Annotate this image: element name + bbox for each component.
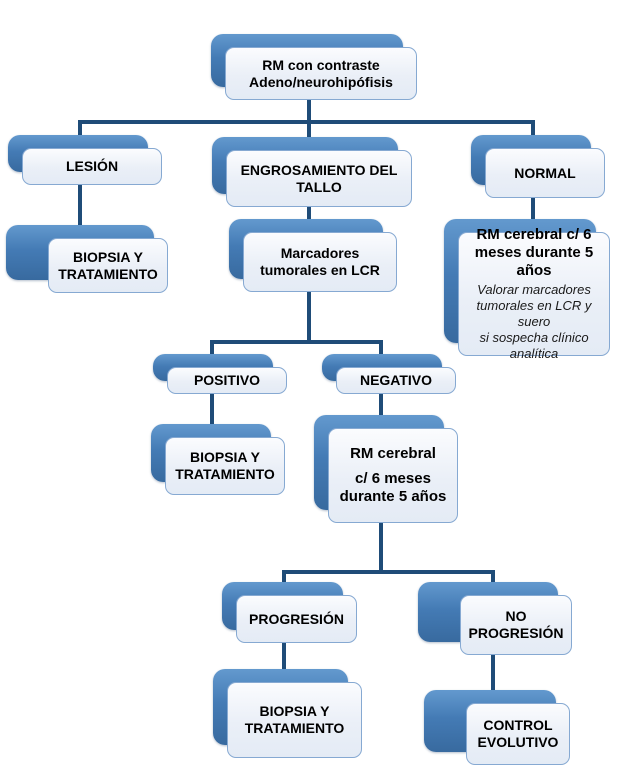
node-control-evolutivo: CONTROL EVOLUTIVO [424, 690, 570, 765]
node-marcadores: Marcadores tumorales en LCR [229, 219, 397, 292]
node-lesion: LESIÓN [8, 135, 162, 185]
node-negativo: NEGATIVO [322, 354, 456, 394]
node-no-progresion-label: NO PROGRESIÓN [468, 608, 564, 641]
node-biopsia-positivo-face: BIOPSIA Y TRATAMIENTO [165, 437, 285, 495]
node-biopsia-lesion-label: BIOPSIA Y TRATAMIENTO [58, 248, 158, 282]
connector-to-normal [531, 122, 535, 138]
node-rm-normal-note: Valorar marcadores tumorales en LCR y su… [476, 282, 592, 361]
connector-to-lesion [78, 122, 82, 138]
connector-top-horizontal [78, 120, 535, 124]
connector-negativo-rm [379, 394, 383, 417]
node-normal: NORMAL [471, 135, 605, 198]
node-progresion-label: PROGRESIÓN [249, 610, 344, 627]
node-marcadores-face: Marcadores tumorales en LCR [243, 232, 397, 292]
node-rm-normal-title: RM cerebral c/ 6 meses durante 5 años [474, 226, 594, 279]
node-biopsia-positivo: BIOPSIA Y TRATAMIENTO [151, 424, 285, 495]
node-positivo: POSITIVO [153, 354, 287, 394]
node-rm-negativo-face: RM cerebral c/ 6 meses durante 5 años [328, 428, 458, 523]
node-no-progresion-face: NO PROGRESIÓN [460, 595, 572, 655]
connector-root-down [307, 100, 311, 124]
node-rm-negativo: RM cerebral c/ 6 meses durante 5 años [314, 415, 458, 523]
node-biopsia-progresion: BIOPSIA Y TRATAMIENTO [213, 669, 362, 758]
node-lesion-label: LESIÓN [65, 158, 119, 175]
node-marcadores-label: Marcadores tumorales en LCR [260, 245, 380, 278]
node-root-face: RM con contraste Adeno/neurohipófisis [225, 47, 417, 100]
connector-rm-down [379, 523, 383, 574]
node-engrosamiento-label: ENGROSAMIENTO DEL TALLO [240, 161, 398, 195]
node-positivo-label: POSITIVO [193, 372, 261, 389]
connector-positivo-biopsia [210, 394, 214, 426]
node-rm-negativo-line1: RM cerebral [350, 445, 436, 463]
connector-marcadores-down [307, 292, 311, 344]
connector-to-positivo [210, 342, 214, 356]
connector-normal-rm [531, 198, 535, 222]
node-control-evolutivo-face: CONTROL EVOLUTIVO [466, 703, 570, 765]
node-positivo-face: POSITIVO [167, 367, 287, 394]
node-root: RM con contraste Adeno/neurohipófisis [211, 34, 417, 100]
connector-to-no-progresion [491, 572, 495, 585]
connector-to-negativo [379, 342, 383, 356]
node-lesion-face: LESIÓN [22, 148, 162, 185]
node-engrosamiento: ENGROSAMIENTO DEL TALLO [212, 137, 412, 207]
node-biopsia-progresion-face: BIOPSIA Y TRATAMIENTO [227, 682, 362, 758]
node-biopsia-lesion: BIOPSIA Y TRATAMIENTO [6, 225, 168, 293]
node-no-progresion: NO PROGRESIÓN [418, 582, 572, 655]
node-negativo-label: NEGATIVO [359, 372, 433, 389]
connector-noprog-control [491, 655, 495, 691]
node-rm-normal: RM cerebral c/ 6 meses durante 5 años Va… [444, 219, 610, 361]
node-rm-negativo-line2: c/ 6 meses durante 5 años [339, 470, 447, 505]
connector-to-engrosamiento [307, 122, 311, 140]
connector-engro-marcadores [307, 207, 311, 222]
node-control-evolutivo-label: CONTROL EVOLUTIVO [477, 717, 559, 750]
node-normal-face: NORMAL [485, 148, 605, 198]
connector-progresion-biopsia [282, 643, 286, 671]
node-biopsia-positivo-label: BIOPSIA Y TRATAMIENTO [175, 449, 275, 482]
node-progresion: PROGRESIÓN [222, 582, 357, 643]
node-progresion-face: PROGRESIÓN [236, 595, 357, 643]
node-engrosamiento-face: ENGROSAMIENTO DEL TALLO [226, 150, 412, 207]
node-rm-normal-face: RM cerebral c/ 6 meses durante 5 años Va… [458, 226, 610, 361]
node-normal-label: NORMAL [514, 164, 576, 181]
connector-mid-horizontal [210, 340, 383, 344]
node-negativo-face: NEGATIVO [336, 367, 456, 394]
node-biopsia-progresion-label: BIOPSIA Y TRATAMIENTO [244, 703, 345, 736]
connector-bottom-horizontal [282, 570, 495, 574]
connector-to-progresion [282, 572, 286, 585]
node-root-label: RM con contraste Adeno/neurohipófisis [249, 56, 393, 90]
connector-lesion-biopsia [78, 185, 82, 227]
node-biopsia-lesion-face: BIOPSIA Y TRATAMIENTO [48, 238, 168, 293]
